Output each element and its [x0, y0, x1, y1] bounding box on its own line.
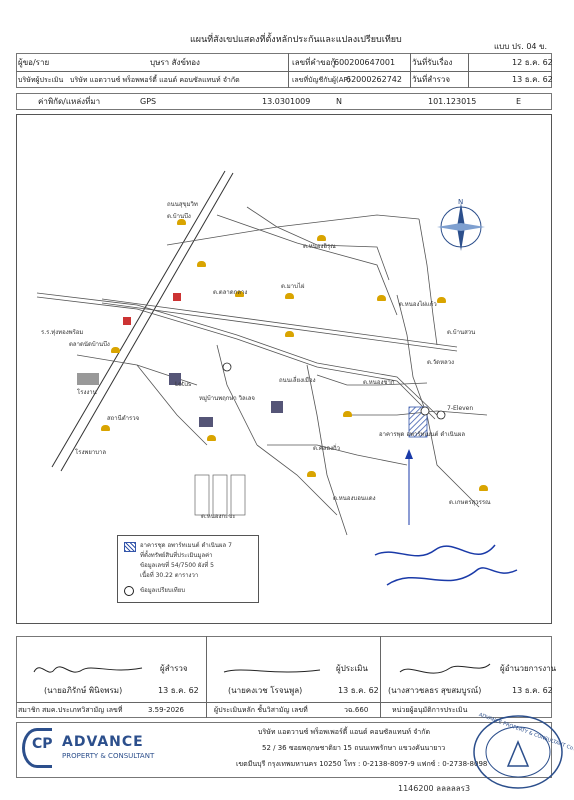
company-stamp — [473, 715, 563, 789]
member-no: 3.59-2026 — [148, 706, 184, 714]
map-label-market: ตลาดนัดบ้านบึง — [69, 341, 110, 348]
requester-name: บุษรา สังข์ทอง — [150, 58, 200, 67]
manager-role: ผู้อำนวยการงาน — [500, 664, 557, 673]
map-label-police: สถานีตำรวจ — [107, 415, 140, 422]
appraiser-name: (นายคงเวช โรจนพูล) — [228, 686, 303, 695]
legend-subject-swatch — [124, 542, 136, 552]
coords-label: ค่าพิกัด/แหล่งที่มา — [38, 97, 101, 106]
appraiser-role: ผู้ประเมิน — [336, 664, 368, 673]
member-label: สมาชิก สมค.ประเภทวิสามัญ เลขที่ — [18, 706, 123, 714]
footer-company-name: บริษัท แอดวานซ์ พร็อพเพอร์ตี้ แอนด์ คอนซ… — [258, 728, 431, 736]
ap-no: 62000262742 — [346, 75, 402, 84]
surveyor-name: (นายอภิรักษ์ พินิจพรม) — [44, 686, 123, 695]
map-label-t5: ต.หนองไผ่แก้ว — [399, 301, 437, 308]
map-label-t9: ต.คลองกิ่ว — [313, 445, 341, 452]
map-label-t6: ต.บ้านสวน — [447, 329, 476, 336]
map-label-hospital: โรงพยาบาล — [75, 449, 107, 456]
map-label-7eleven: 7-Eleven — [447, 405, 474, 412]
location-map: ถนนสุขุมวิท ถนนเลี่ยงเมือง ร.ร.ทุ่งทองพร… — [16, 114, 552, 624]
logo-word: ADVANCE — [62, 734, 144, 750]
footer-address-1: 52 / 36 ซอยพฤกษชาติยา 15 ถนนเทพรักษา แขว… — [262, 744, 446, 752]
temple-icon — [207, 435, 216, 441]
received-date: 12 ธ.ค. 62 — [512, 58, 553, 67]
request-no: 600200647001 — [334, 58, 396, 67]
map-label-subject-2: หมู่บ้านพฤกษา วิลเลจ — [199, 395, 255, 402]
map-label-t2: ต.หนองอิรุณ — [303, 243, 336, 250]
temple-icon — [437, 297, 446, 303]
map-label-road-main: ถนนสุขุมวิท — [167, 201, 198, 208]
legend-item-4: เนื้อที่ 30.22 ตารางวา — [140, 572, 199, 579]
temple-icon — [197, 261, 206, 267]
map-label-t1: ต.บ้านบึง — [167, 213, 191, 220]
temple-icon — [479, 485, 488, 491]
temple-icon — [285, 331, 294, 337]
temple-icon — [343, 411, 352, 417]
legend-item-3: ข้อมูลเลขที่ 54/7500 ผังที่ 5 — [140, 562, 214, 569]
appraiser-signature — [223, 669, 321, 673]
ap-no-label: เลขที่บัญชีกับผู้(AP) — [292, 76, 351, 84]
map-label-t12: ต.เกษตรสุวรรณ — [449, 499, 491, 506]
map-label-factory: โรงงาน — [77, 389, 97, 396]
map-label-t11: ต.หนองบอนแดง — [333, 495, 376, 502]
surveyor-signature — [33, 666, 143, 673]
coords-lon: 101.123015 — [428, 97, 477, 106]
manager-date: 13 ธ.ค. 62 — [512, 686, 553, 695]
temple-icon — [111, 347, 120, 353]
coords-lat-dir: N — [336, 97, 342, 106]
temple-icon — [235, 291, 244, 297]
survey-date: 13 ธ.ค. 62 — [512, 75, 553, 84]
legend-item-2: ที่ตั้งทรัพย์สินที่ประเมินมูลค่า — [140, 552, 213, 559]
legend-comparison-swatch — [124, 586, 134, 596]
request-no-label: เลขที่คำขอกู้ — [292, 58, 336, 67]
appraiser-date: 13 ธ.ค. 62 — [338, 686, 379, 695]
coords-source: GPS — [140, 97, 157, 106]
map-label-road-side: ถนนเลี่ยงเมือง — [279, 377, 316, 384]
temple-icon — [285, 293, 294, 299]
coords-lon-dir: E — [516, 97, 522, 106]
map-roads — [36, 170, 518, 586]
map-label-subject-1: อาคารพุด อพาร์ทเมนต์ ดำเนินผล — [379, 431, 466, 438]
map-label-t10: ต.หนองกะขะ — [201, 513, 236, 520]
company-label: บริษัทผู้ประเมิน — [18, 76, 64, 84]
manager-name: (นางสาวชลธร สุขสมบูรณ์) — [388, 686, 482, 695]
map-label-lotus: Lotus — [175, 381, 192, 388]
temple-icon — [177, 219, 186, 225]
logo-sub: PROPERTY & CONSULTANT — [62, 752, 155, 760]
manager-signature — [399, 663, 491, 674]
footer-address-2: เขตมีนบุรี กรุงเทพมหานคร 10250 โทร : 0-2… — [236, 760, 488, 768]
temple-icon — [101, 425, 110, 431]
coords-lat: 13.0301009 — [262, 97, 311, 106]
manager-license-label: หน่วยผู้อนุมัติการประเมิน — [392, 706, 468, 714]
map-label-school: ร.ร.ทุ่งทองพร้อม — [41, 329, 84, 336]
surveyor-date: 13 ธ.ค. 62 — [158, 686, 199, 695]
license-label: ผู้ประเมินหลัก ชั้นวิสามัญ เลขที่ — [214, 706, 308, 714]
company-logo — [22, 728, 52, 768]
compass-north-label: N — [458, 198, 464, 206]
temple-icon — [377, 295, 386, 301]
license-no: วฉ.660 — [344, 706, 369, 714]
logo-letters: CP — [32, 736, 53, 752]
map-label-t8: ต.หนองชาก — [363, 379, 395, 386]
page-title: แผนที่สังเขปแสดงที่ตั้งหลักประกันและแปลง… — [190, 35, 402, 45]
handwritten-code: 1146200 ลลลลลร3 — [398, 784, 471, 793]
company-name: บริษัท แอดวานซ์ พร็อพพอร์ตี้ แอนด์ คอนซั… — [70, 76, 240, 84]
temple-icon — [307, 471, 316, 477]
map-label-t7: ต.วัดหลวง — [427, 359, 454, 366]
legend-item-5: ข้อมูลเปรียบเทียบ — [140, 587, 186, 594]
map-label-t4: ต.มาบไผ่ — [281, 283, 305, 290]
map-legend: อาคารชุด อพาร์ทเมนต์ ดำเนินผล 7 ที่ตั้งท… — [117, 535, 259, 603]
temple-icon — [317, 235, 326, 241]
map-label-t3: ต.ตลาดกลาง — [213, 289, 248, 296]
survey-date-label: วันที่สำรวจ — [412, 75, 451, 84]
received-date-label: วันที่รับเรื่อง — [412, 58, 453, 67]
surveyor-role: ผู้สำรวจ — [160, 664, 188, 673]
form-number: แบบ ปร. 04 ข. — [494, 42, 548, 51]
requester-label: ผู้ขอ/ราย — [18, 58, 50, 67]
legend-item-1: อาคารชุด อพาร์ทเมนต์ ดำเนินผล 7 — [140, 542, 232, 549]
